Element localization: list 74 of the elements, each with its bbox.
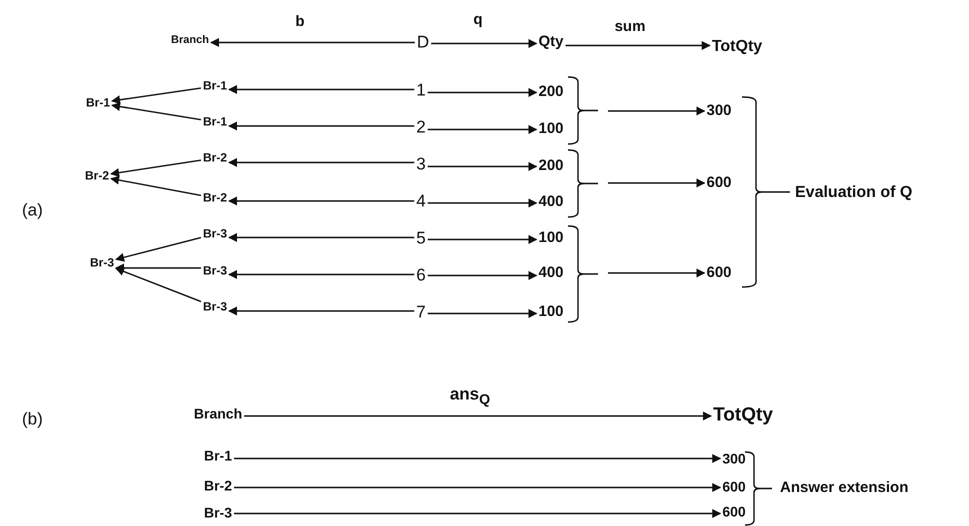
node-label: Br-2 [203,191,227,205]
node-label: 600 [706,264,732,282]
node-label: 200 [538,84,564,100]
arrow [228,158,414,167]
node-label: Br-1 [86,96,110,110]
arrow [234,483,722,492]
node-label: 4 [416,192,426,212]
node-label: Br-1 [204,448,232,464]
node-label: Br-1 [203,79,227,93]
node-label: 600 [722,504,746,520]
arrow [228,122,414,130]
node-label: 600 [706,174,732,192]
arrow [228,196,414,206]
panel-label: (a) [22,202,43,220]
node-label: 1 [416,82,426,100]
arrow [111,87,202,104]
node-label: Branch [194,406,242,422]
node-label: Br-1 [203,115,227,129]
node-label: 5 [416,230,426,248]
arrow [428,271,538,280]
node-label: 100 [538,230,564,246]
node-label: 200 [538,158,564,174]
arrow [115,267,202,302]
node-label: 2 [416,118,426,138]
node-label: Br-3 [203,264,227,278]
node-label: 400 [538,264,564,282]
arrow [210,38,415,47]
node-label: TotQty [713,406,773,426]
node-label: 3 [416,156,426,174]
note-label: Evaluation of Q [795,184,912,202]
arrow [431,39,538,48]
node-label: Branch [171,34,209,46]
node-label: 300 [706,102,732,120]
arrow [244,412,712,420]
arrow [428,235,538,244]
arrow [566,41,711,50]
arrow [111,102,202,120]
node-label: 600 [722,479,746,495]
node-label: TotQty [712,38,762,56]
node-label: Br-3 [204,505,232,521]
arrow [110,176,202,196]
arrow [234,454,722,463]
node-label: Br-3 [90,256,114,270]
node-label: Br-2 [204,478,232,494]
arrow [115,236,202,262]
node-label: 100 [538,304,564,320]
node-label: D [416,34,430,52]
node-label: 300 [722,451,746,467]
node-label: 7 [416,304,426,322]
arrow [228,85,414,94]
node-label: Br-3 [203,300,227,314]
arrow [228,306,414,316]
node-label: 6 [416,266,426,286]
note-label: Answer extension [780,480,908,496]
arrow [110,159,202,178]
arrow [428,88,538,97]
node-label: Qty [538,34,564,50]
node-label: 400 [538,194,564,210]
arrow [608,106,706,116]
arrow [228,233,414,242]
node-label: Br-2 [85,169,109,183]
arrow [608,178,706,188]
arrow [608,268,706,278]
arrow [428,125,538,134]
node-label: Br-3 [203,227,227,241]
node-label: Br-2 [203,151,227,165]
arrow [234,509,722,518]
arrow [428,309,538,318]
panel-label: (b) [22,410,43,430]
arrow [115,264,201,272]
arrow [428,162,538,171]
node-label: 100 [538,120,564,138]
arrow [428,198,538,208]
arrow [228,270,414,279]
